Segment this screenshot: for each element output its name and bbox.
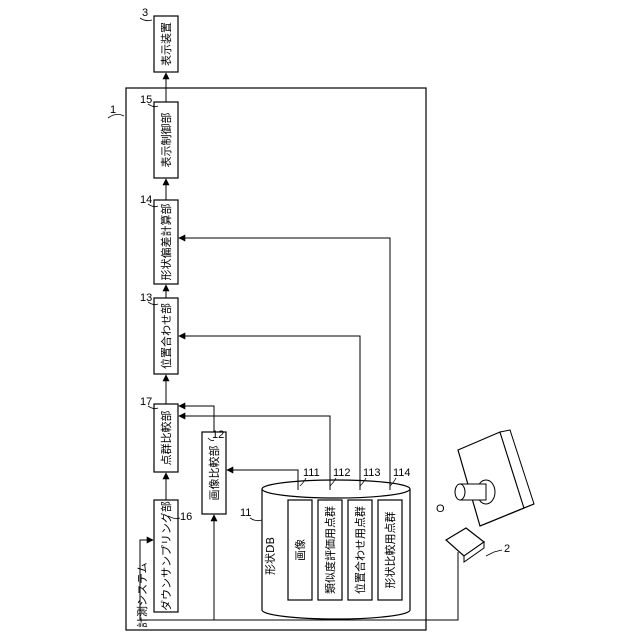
db-item-alignment-label: 位置合わせ用点群 <box>353 506 367 594</box>
point-cloud-compare-label: 点群比較部 <box>159 411 173 466</box>
camera-ref: 2 <box>504 543 510 555</box>
display-device-label: 表示装置 <box>159 22 173 66</box>
shape-deviation-ref: 14 <box>140 194 152 206</box>
object-ref: O <box>436 503 445 515</box>
alignment-label: 位置合わせ部 <box>159 303 173 369</box>
point-cloud-compare-block: 点群比較部 17 <box>140 396 178 472</box>
shape-deviation-label: 形状偏差計算部 <box>159 204 173 281</box>
shape-deviation-block: 形状偏差計算部 14 <box>140 194 178 284</box>
image-compare-block: 画像比較部 12 <box>202 429 226 514</box>
object-icon: O <box>436 430 534 526</box>
alignment-block: 位置合わせ部 13 <box>140 292 178 374</box>
db-item-image-ref: 111 <box>303 467 320 479</box>
display-control-ref: 15 <box>140 94 152 106</box>
db-item-similarity-label: 類似度評価用点群 <box>323 506 337 594</box>
display-control-block: 表示制御部 15 <box>140 94 178 178</box>
alignment-ref: 13 <box>140 292 152 304</box>
system-label: 計測システム <box>135 562 149 628</box>
downsampling-block: ダウンサンプリング部 16 <box>154 500 192 612</box>
db-item-similarity-ref: 112 <box>333 467 351 479</box>
display-device-block: 表示装置 3 <box>140 7 178 72</box>
db-item-shape-compare-label: 形状比較用点群 <box>383 512 397 589</box>
downsampling-ref: 16 <box>180 511 192 523</box>
shape-db-cylinder: 形状DB 11 画像 類似度評価用点群 位置合わせ用点群 形状比較用点群 111… <box>240 467 411 619</box>
display-device-ref: 3 <box>142 7 148 19</box>
shape-db-ref: 11 <box>240 507 251 519</box>
db-item-shape-compare-ref: 114 <box>393 467 411 479</box>
shape-db-label: 形状DB <box>263 537 277 575</box>
db-item-alignment-ref: 113 <box>363 467 381 479</box>
camera-icon: 2 <box>446 528 510 562</box>
db-item-image-label: 画像 <box>294 539 307 561</box>
display-control-label: 表示制御部 <box>159 113 173 168</box>
system-ref: 1 <box>110 104 116 116</box>
point-cloud-compare-ref: 17 <box>140 396 152 408</box>
image-compare-label: 画像比較部 <box>207 446 221 501</box>
